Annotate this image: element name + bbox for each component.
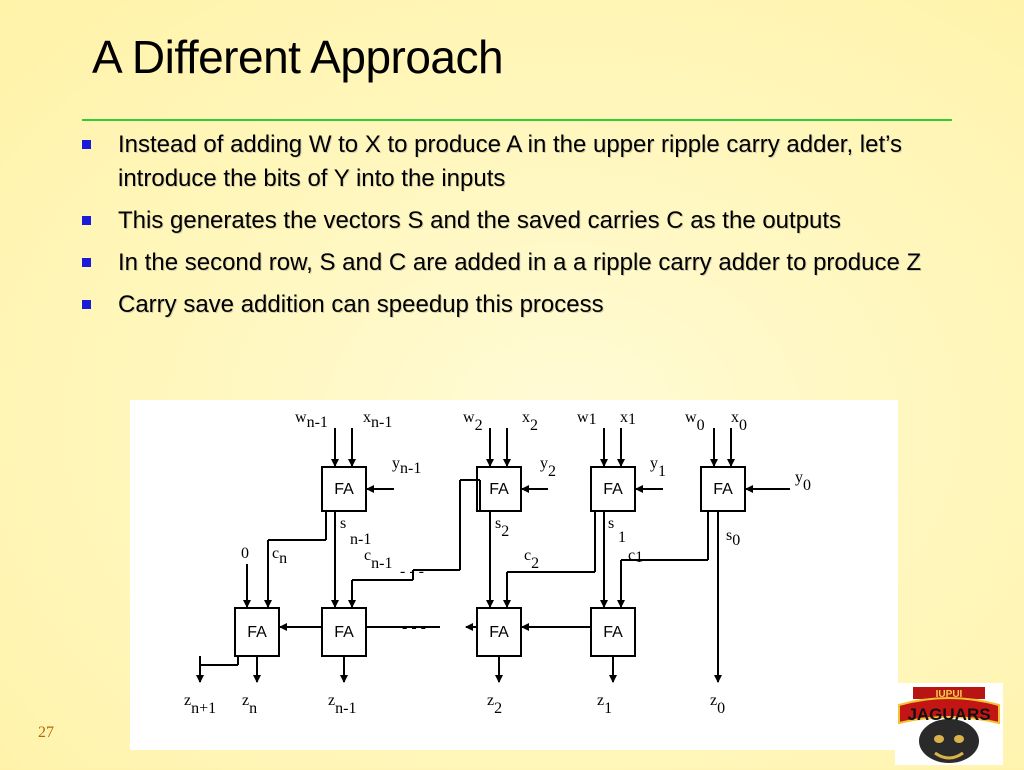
- jaguars-logo: IUPUI JAGUARS: [895, 683, 1003, 765]
- label-c-2: c2: [524, 547, 539, 572]
- full-adder-top-2: [476, 466, 522, 512]
- full-adder-bottom-1: [590, 607, 636, 657]
- label-z-n+1: zn+1: [184, 692, 216, 717]
- fa-label: FA: [247, 624, 267, 641]
- fa-label: FA: [334, 481, 354, 498]
- label-s-0: s0: [726, 527, 740, 549]
- title-divider: [82, 119, 952, 121]
- label-s-n-1: sn-1: [340, 515, 371, 548]
- label-w-1: w1: [577, 409, 597, 428]
- label-zero: 0: [241, 545, 249, 562]
- full-adder-bottom-n-1: [321, 607, 367, 657]
- full-adder-top-n-1: [321, 466, 367, 512]
- bullet-item: Carry save addition can speedup this pro…: [82, 288, 962, 322]
- square-bullet-icon: [82, 140, 91, 149]
- square-bullet-icon: [82, 300, 91, 309]
- fa-label: FA: [489, 624, 509, 641]
- label-z-1: z1: [597, 692, 612, 717]
- label-c-n: cn: [272, 545, 287, 567]
- label-w-0: w0: [685, 409, 705, 434]
- svg-text:IUPUI: IUPUI: [936, 689, 963, 700]
- label-x-0: x0: [731, 409, 747, 434]
- fa-label: FA: [603, 481, 623, 498]
- label-s-2: s2: [495, 515, 509, 540]
- bullet-text: Carry save addition can speedup this pro…: [118, 291, 604, 318]
- label-x-2: x2: [522, 409, 538, 434]
- label-c-1: c1: [628, 547, 643, 566]
- bullet-item: This generates the vectors S and the sav…: [82, 204, 962, 238]
- square-bullet-icon: [82, 258, 91, 267]
- label-x-n-1: xn-1: [363, 409, 392, 431]
- fa-label: FA: [489, 481, 509, 498]
- label-w-n-1: wn-1: [295, 409, 328, 431]
- label-w-2: w2: [463, 409, 483, 434]
- label-x-1: x1: [620, 409, 636, 428]
- fa-label: FA: [713, 481, 733, 498]
- svg-text:JAGUARS: JAGUARS: [907, 705, 990, 724]
- label-z-0: z0: [710, 692, 725, 717]
- label-y-2: y2: [540, 455, 556, 480]
- label-y-1: y1: [650, 455, 666, 480]
- label-y-0: y0: [795, 469, 811, 494]
- label-z-n: zn: [242, 692, 257, 717]
- fa-label: FA: [334, 624, 354, 641]
- label-z-2: z2: [487, 692, 502, 717]
- bullet-list: Instead of adding W to X to produce A in…: [82, 128, 962, 330]
- bullet-text: In the second row, S and C are added in …: [118, 249, 922, 276]
- carry-save-adder-diagram: FA FA FA FA FA FA FA FA - - - - - - wn-1…: [130, 400, 898, 750]
- gap-dashes: - - -: [402, 619, 426, 636]
- label-y-n-1: yn-1: [392, 455, 421, 477]
- bullet-item: Instead of adding W to X to produce A in…: [82, 128, 962, 196]
- fa-label: FA: [603, 624, 623, 641]
- bullet-text: Instead of adding W to X to produce A in…: [118, 131, 903, 192]
- label-s-1: s1: [608, 515, 626, 546]
- gap-dashes: - - -: [400, 563, 424, 580]
- bullet-text: This generates the vectors S and the sav…: [118, 207, 842, 234]
- label-c-n-1: cn-1: [364, 547, 392, 572]
- slide-title: A Different Approach: [92, 31, 504, 83]
- bullet-item: In the second row, S and C are added in …: [82, 246, 962, 280]
- label-z-n-1: zn-1: [328, 692, 356, 717]
- square-bullet-icon: [82, 216, 91, 225]
- page-number: 27: [38, 724, 54, 741]
- full-adder-top-1: [590, 466, 636, 512]
